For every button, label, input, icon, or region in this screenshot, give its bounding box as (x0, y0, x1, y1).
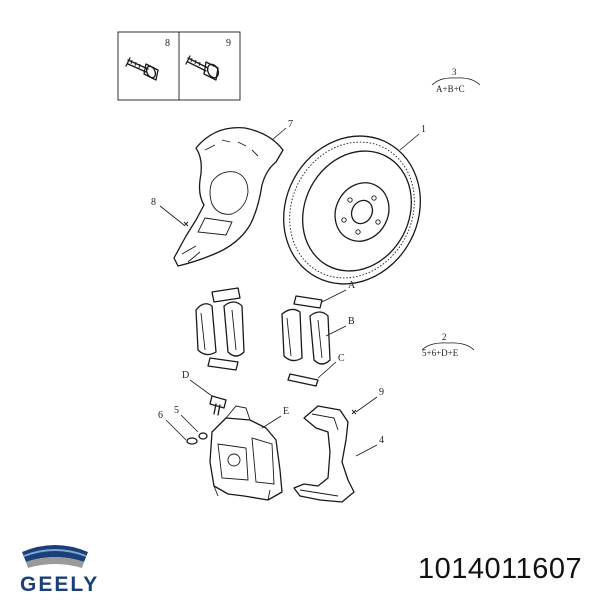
formula-2: 2 5+6+D+E (421, 332, 475, 358)
dust-shield (173, 127, 284, 267)
brake-rotor (283, 135, 421, 285)
hex-bolt-icon (185, 55, 220, 81)
callout-pad-C: C (338, 353, 345, 364)
callout-caliper-E: E (283, 406, 289, 417)
box-label-right: 9 (226, 38, 231, 49)
formula-2-expression: 5+6+D+E (422, 348, 459, 358)
caliper-bracket (293, 405, 355, 503)
callout-item-5: 5 (174, 405, 179, 416)
formula-3-number: 3 (452, 67, 457, 77)
part-number: 1014011607 (418, 553, 583, 585)
guide-pin-icon (186, 432, 208, 445)
formula-3: 3 A+B+C (431, 67, 481, 94)
callout-pad-B: B (348, 316, 355, 327)
formula-3-expression: A+B+C (436, 84, 465, 94)
bolt-D-icon (209, 395, 227, 416)
flange-bolt-icon (125, 57, 159, 81)
callout-bolt-D: D (182, 370, 189, 381)
brake-pads-left (195, 287, 245, 371)
callout-item-6: 6 (158, 410, 163, 421)
formula-2-number: 2 (442, 332, 447, 342)
callout-bracket-bolt: 9 (379, 387, 384, 398)
box-label-left: 8 (165, 38, 170, 49)
callout-shield-bolt: 8 (151, 197, 156, 208)
callout-pad-A: A (348, 280, 356, 291)
fastener-detail-box: 8 9 (117, 31, 241, 101)
brand-name: GEELY (20, 573, 100, 596)
brake-caliper (209, 405, 283, 501)
callout-bracket: 4 (379, 435, 384, 446)
callout-rotor: 1 (421, 124, 426, 135)
brake-pads-right (281, 295, 331, 387)
geely-logo-icon (22, 545, 88, 568)
callout-shield: 7 (288, 119, 293, 130)
